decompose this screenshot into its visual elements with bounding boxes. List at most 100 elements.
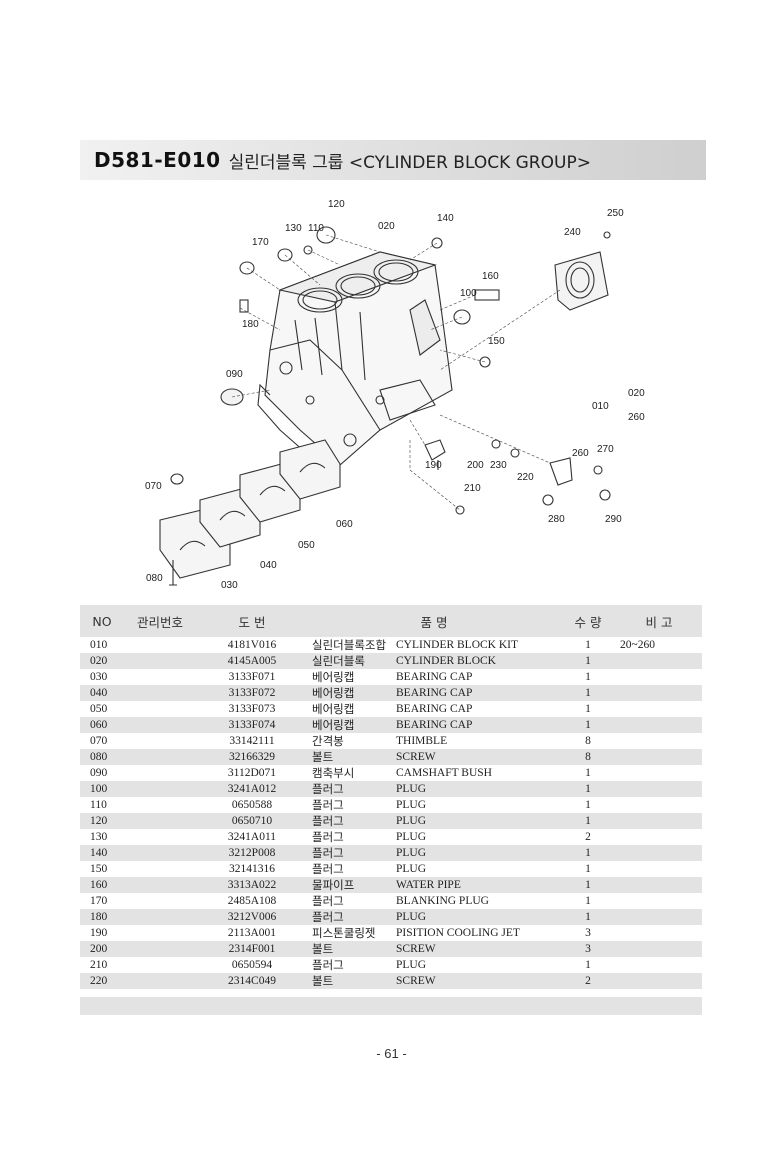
cell-name-en: PLUG bbox=[392, 957, 561, 973]
callout-label: 210 bbox=[464, 483, 481, 494]
cell-name-en: CYLINDER BLOCK KIT bbox=[392, 637, 561, 653]
cell-drawing-no: 3133F072 bbox=[196, 685, 308, 701]
callout-label: 050 bbox=[298, 540, 315, 551]
cell-mgmt-no bbox=[124, 669, 196, 685]
cell-name-en: WATER PIPE bbox=[392, 877, 561, 893]
cell-no: 030 bbox=[80, 669, 124, 685]
cell-remark bbox=[616, 909, 703, 925]
cell-remark bbox=[616, 797, 703, 813]
group-title: 실린더블록 그룹 <CYLINDER BLOCK GROUP> bbox=[228, 152, 591, 173]
cell-drawing-no: 3112D071 bbox=[196, 765, 308, 781]
callout-label: 240 bbox=[564, 227, 581, 238]
cell-name-en: CAMSHAFT BUSH bbox=[392, 765, 561, 781]
cell-drawing-no: 3212P008 bbox=[196, 845, 308, 861]
cell-mgmt-no bbox=[124, 749, 196, 765]
cell-drawing-no: 3212V006 bbox=[196, 909, 308, 925]
cell-name-kr: 실린더블록 bbox=[308, 653, 392, 669]
cell-remark: 20~260 bbox=[616, 637, 703, 653]
cell-quantity: 1 bbox=[560, 909, 617, 925]
callout-label: 190 bbox=[425, 460, 442, 471]
callout-label: 090 bbox=[226, 369, 243, 380]
cell-quantity: 1 bbox=[560, 845, 617, 861]
cell-mgmt-no bbox=[124, 797, 196, 813]
callout-label: 030 bbox=[221, 580, 238, 591]
cell-mgmt-no bbox=[124, 781, 196, 797]
cell-no: 220 bbox=[80, 973, 124, 989]
callout-label: 060 bbox=[336, 519, 353, 530]
cell-quantity: 1 bbox=[560, 653, 617, 669]
cell-name-kr: 플러그 bbox=[308, 813, 392, 829]
cell-quantity: 1 bbox=[560, 797, 617, 813]
cell-name-kr: 플러그 bbox=[308, 861, 392, 877]
callout-label: 250 bbox=[607, 208, 624, 219]
cell-remark bbox=[616, 717, 703, 733]
cell-quantity: 8 bbox=[560, 733, 617, 749]
cell-name-kr: 플러그 bbox=[308, 909, 392, 925]
cell-drawing-no: 2485A108 bbox=[196, 893, 308, 909]
cell-drawing-no: 3133F074 bbox=[196, 717, 308, 733]
cell-name-en: BEARING CAP bbox=[392, 701, 561, 717]
cell-remark bbox=[616, 733, 703, 749]
cell-no: 200 bbox=[80, 941, 124, 957]
cell-remark bbox=[616, 845, 703, 861]
cell-name-en: CYLINDER BLOCK bbox=[392, 653, 561, 669]
callout-label: 230 bbox=[490, 460, 507, 471]
cell-no: 130 bbox=[80, 829, 124, 845]
cell-drawing-no: 3241A011 bbox=[196, 829, 308, 845]
cell-name-en: BLANKING PLUG bbox=[392, 893, 561, 909]
cell-name-kr: 플러그 bbox=[308, 829, 392, 845]
cell-mgmt-no bbox=[124, 813, 196, 829]
header-quantity: 수 량 bbox=[560, 605, 617, 637]
callout-label: 180 bbox=[242, 319, 259, 330]
cell-mgmt-no bbox=[124, 717, 196, 733]
cell-name-en: BEARING CAP bbox=[392, 685, 561, 701]
cell-remark bbox=[616, 829, 703, 845]
cell-remark bbox=[616, 781, 703, 797]
callout-label: 160 bbox=[482, 271, 499, 282]
leader-lines bbox=[231, 234, 561, 511]
cell-name-kr: 플러그 bbox=[308, 957, 392, 973]
seal-housing-drawing bbox=[554, 251, 609, 311]
cell-drawing-no: 0650710 bbox=[196, 813, 308, 829]
cell-quantity: 1 bbox=[560, 877, 617, 893]
cell-remark bbox=[616, 861, 703, 877]
cell-mgmt-no bbox=[124, 845, 196, 861]
cell-quantity: 1 bbox=[560, 957, 617, 973]
cell-no: 170 bbox=[80, 893, 124, 909]
cell-mgmt-no bbox=[124, 957, 196, 973]
cell-name-en: SCREW bbox=[392, 749, 561, 765]
callout-label: 140 bbox=[437, 213, 454, 224]
cell-drawing-no: 3313A022 bbox=[196, 877, 308, 893]
cell-drawing-no: 2314C049 bbox=[196, 973, 308, 989]
callout-label: 120 bbox=[328, 199, 345, 210]
cell-no: 090 bbox=[80, 765, 124, 781]
cell-no: 120 bbox=[80, 813, 124, 829]
cell-mgmt-no bbox=[124, 637, 196, 653]
cell-drawing-no: 0650588 bbox=[196, 797, 308, 813]
cell-remark bbox=[616, 877, 703, 893]
cell-remark bbox=[616, 685, 703, 701]
cell-remark bbox=[616, 765, 703, 781]
cell-quantity: 1 bbox=[560, 813, 617, 829]
callout-label: 170 bbox=[252, 237, 269, 248]
cell-name-kr: 실린더블록조합 bbox=[308, 637, 392, 653]
cell-no: 190 bbox=[80, 925, 124, 941]
cell-remark bbox=[616, 749, 703, 765]
callout-label: 260 bbox=[628, 412, 645, 423]
cell-mgmt-no bbox=[124, 909, 196, 925]
callout-label: 010 bbox=[592, 401, 609, 412]
cell-name-kr: 간격봉 bbox=[308, 733, 392, 749]
header-mgmt-no: 관리번호 bbox=[124, 605, 196, 637]
cell-quantity: 1 bbox=[560, 861, 617, 877]
cell-no: 080 bbox=[80, 749, 124, 765]
callout-label: 020 bbox=[628, 388, 645, 399]
cell-name-en: THIMBLE bbox=[392, 733, 561, 749]
